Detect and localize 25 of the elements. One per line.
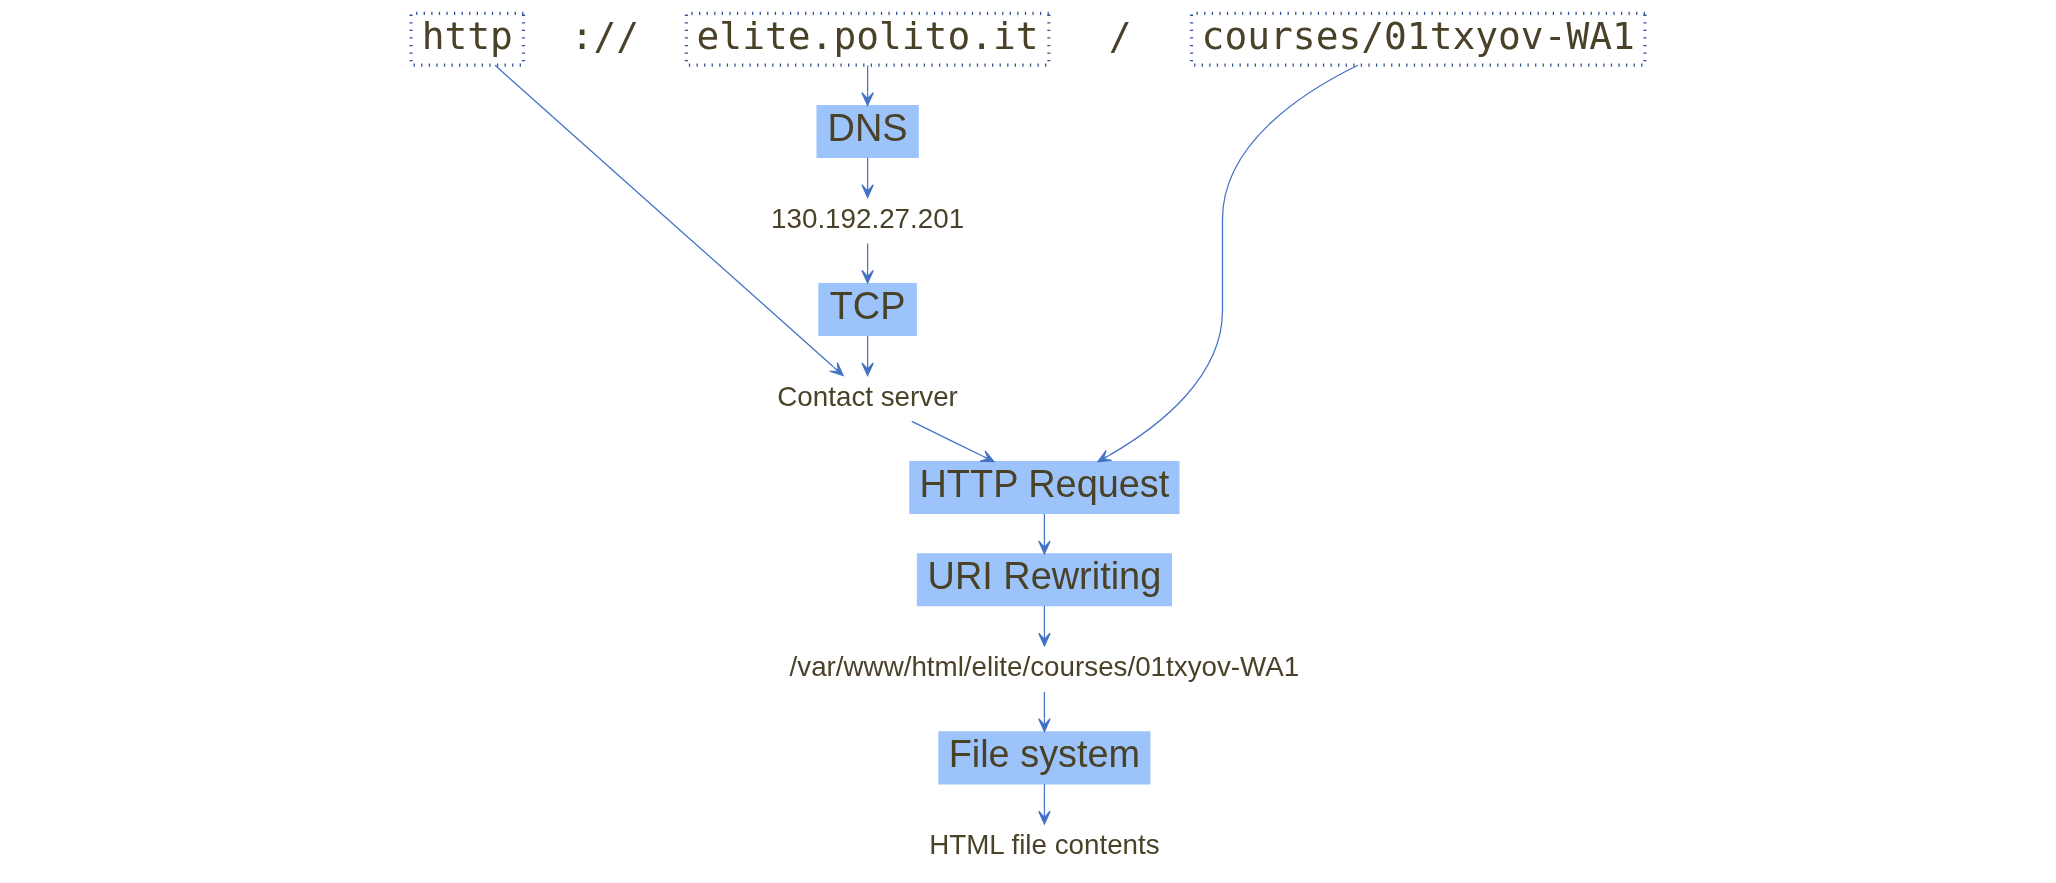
node-box: courses/01txyov-WA1 — [1189, 11, 1647, 67]
node-box: TCP — [818, 283, 917, 337]
node-box: URI Rewriting — [916, 553, 1172, 607]
label: :// — [570, 13, 640, 58]
node-text: /var/www/html/elite/courses/01txyov-WA1 — [789, 650, 1300, 682]
node-box: File system — [938, 731, 1151, 785]
node-text: Contact server — [777, 380, 958, 412]
node-text: HTML file contents — [929, 828, 1160, 860]
arrow — [911, 420, 995, 463]
node-text: 130.192.27.201 — [771, 202, 965, 234]
node-box: http — [409, 11, 526, 67]
node-box: elite.polito.it — [684, 11, 1051, 67]
arrow — [494, 64, 844, 377]
arrow — [1038, 691, 1051, 733]
arrow — [861, 335, 874, 377]
node-box: HTTP Request — [909, 461, 1180, 515]
arrow — [1038, 605, 1051, 647]
label: / — [1108, 13, 1132, 58]
arrow — [861, 157, 874, 199]
node-box: DNS — [816, 104, 919, 158]
arrow — [861, 64, 874, 106]
arrow — [1038, 513, 1051, 555]
arrow — [1097, 64, 1359, 463]
arrow — [861, 242, 874, 284]
arrow — [1038, 783, 1051, 825]
